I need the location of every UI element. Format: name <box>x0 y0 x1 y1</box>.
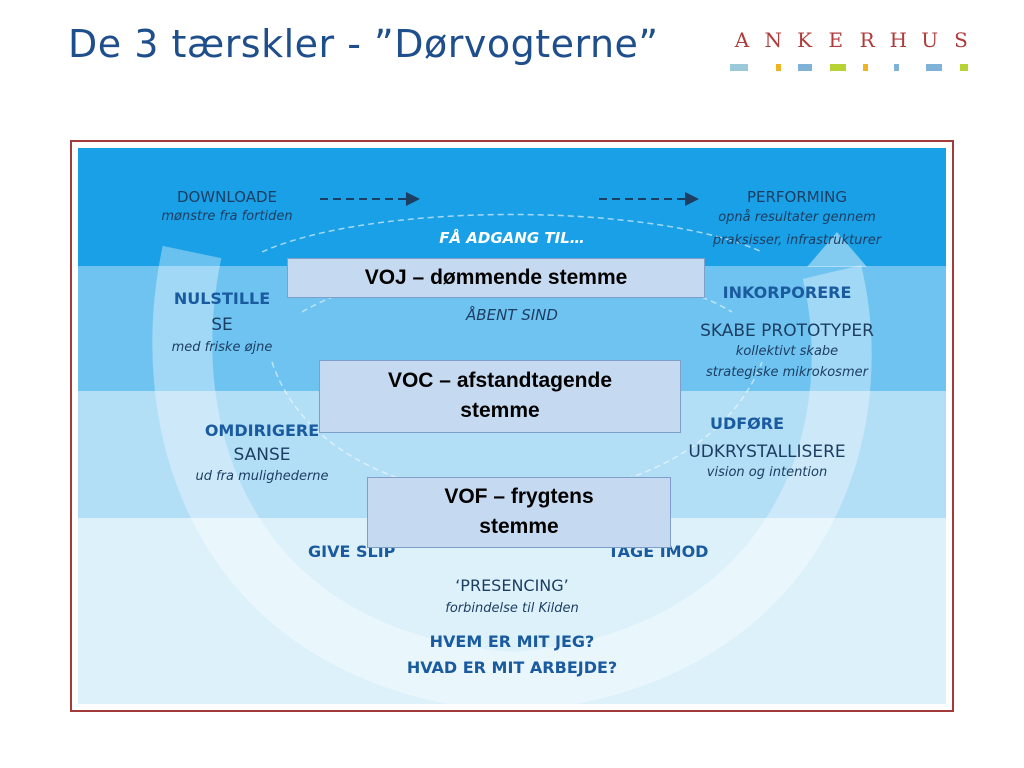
access-label: FÅ ADGANG TIL… <box>439 229 585 247</box>
download-sub: mønstre fra fortiden <box>161 209 293 224</box>
voc-label-line1: VOC – afstandtagende <box>387 369 613 392</box>
logo-letter: U <box>921 28 941 52</box>
question-work: HVAD ER MIT ARBEJDE? <box>406 658 618 677</box>
logo-letter: N <box>764 28 785 52</box>
logo-bar <box>863 64 868 71</box>
logo-letter: K <box>797 28 815 52</box>
udkrystallisere-label: UDKRYSTALLISERE <box>688 442 846 462</box>
logo-bar <box>798 64 812 71</box>
performing-sub1: opnå resultater gennem <box>718 210 876 225</box>
logo-bar <box>730 64 748 71</box>
logo-letter: H <box>889 28 910 52</box>
dashed-line <box>261 213 763 253</box>
vof-label-line1: VOF – frygtens <box>444 485 594 508</box>
vof-box: VOF – frygtens stemme <box>367 477 671 548</box>
logo-bar <box>960 64 968 71</box>
question-self: HVEM ER MIT JEG? <box>429 632 595 651</box>
arrow-head <box>685 192 699 206</box>
performing-title: PERFORMING <box>746 188 847 206</box>
omdirigere-title: OMDIRIGERE <box>204 421 320 440</box>
inkorporere-title: INKORPORERE <box>722 283 852 302</box>
arrow-head <box>406 192 420 206</box>
download-title: DOWNLOADE <box>176 188 278 206</box>
inkorporere-sub1: kollektivt skabe <box>735 344 839 359</box>
u-arc <box>152 245 872 710</box>
presencing-sub: forbindelse til Kilden <box>445 601 579 616</box>
udfoere-title: UDFØRE <box>709 414 785 433</box>
logo-bar <box>830 64 846 71</box>
band-bottom <box>78 518 946 704</box>
u-arrow-head <box>807 232 867 267</box>
band-top <box>78 148 946 266</box>
voj-label: VOJ – dømmende stemme <box>364 266 628 289</box>
se-label: SE <box>211 315 233 335</box>
logo-letter: S <box>954 28 970 52</box>
logo-letter: E <box>828 28 846 52</box>
omdirigere-sub: ud fra mulighederne <box>195 469 329 484</box>
logo-bar <box>776 64 781 71</box>
logo-letters: A N K E R H U S <box>730 28 975 52</box>
inkorporere-sub2: strategiske mikrokosmer <box>706 365 868 380</box>
slide-title: De 3 tærskler - ”Dørvogterne” <box>68 22 659 66</box>
presencing-title: ‘PRESENCING’ <box>455 576 569 595</box>
theory-u-diagram: DOWNLOADE mønstre fra fortiden PERFORMIN… <box>70 140 954 712</box>
logo-letter: R <box>859 28 877 52</box>
prototype-label: SKABE PROTOTYPER <box>700 321 874 341</box>
logo-color-bars <box>730 64 975 72</box>
logo-letter: A <box>734 28 752 52</box>
voc-box: VOC – afstandtagende stemme <box>319 360 681 433</box>
logo-bar <box>894 64 899 71</box>
nulstille-title: NULSTILLE <box>173 289 271 308</box>
udfoere-sub: vision og intention <box>706 465 828 480</box>
sanse-label: SANSE <box>233 445 291 465</box>
logo-bar <box>926 64 942 71</box>
voc-label-line2: stemme <box>460 399 540 422</box>
open-mind-label: ÅBENT SIND <box>466 306 558 324</box>
voj-box: VOJ – dømmende stemme <box>287 258 705 298</box>
vof-label-line2: stemme <box>479 515 559 538</box>
performing-sub2: praksisser, infrastrukturer <box>712 233 882 248</box>
nulstille-sub: med friske øjne <box>171 340 273 355</box>
ankerhus-logo: A N K E R H U S <box>730 28 975 76</box>
